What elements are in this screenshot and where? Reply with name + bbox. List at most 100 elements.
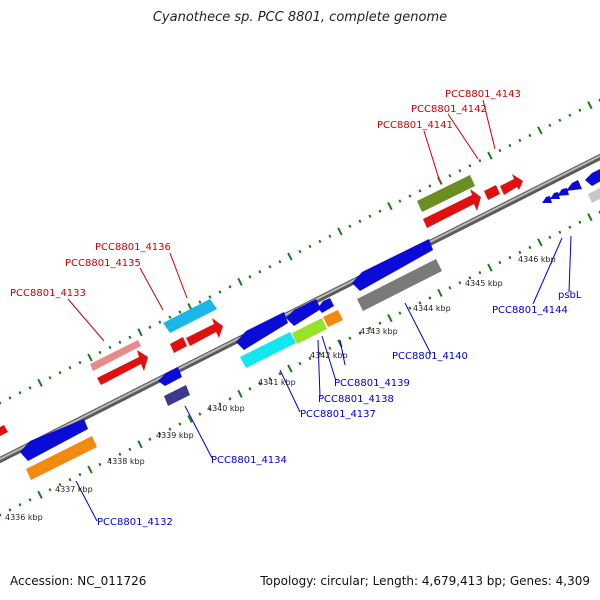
gene-psbl[interactable] [566, 180, 582, 191]
minor-tick [118, 452, 122, 457]
minor-tick [18, 503, 22, 507]
minor-tick [78, 360, 82, 365]
gene-pcc8801-4141-b[interactable] [423, 189, 481, 228]
minor-tick [158, 432, 162, 436]
minor-tick [208, 295, 212, 299]
gene-pcc8801-4140-b[interactable] [357, 259, 442, 311]
minor-tick [298, 249, 302, 254]
gene-label-pcc8801-4142[interactable]: PCC8801_4142 [411, 104, 487, 115]
gene-pcc8801-4135[interactable] [170, 337, 187, 353]
gene-label-pcc8801-4139[interactable]: PCC8801_4139 [334, 378, 410, 389]
minor-tick [298, 361, 302, 366]
minor-tick [318, 351, 322, 356]
minor-tick [118, 340, 122, 345]
gene-label-pcc8801-4140[interactable]: PCC8801_4140 [392, 351, 468, 362]
minor-tick [68, 365, 72, 370]
kbp-label: 4345 kbp [465, 279, 503, 288]
minor-tick [28, 498, 32, 502]
genome-stats: Topology: circular; Length: 4,679,413 bp… [260, 574, 590, 588]
minor-tick [398, 199, 402, 203]
major-tick [87, 465, 93, 474]
gene-pcc8801-4144-b[interactable] [550, 192, 560, 199]
minor-tick [208, 407, 212, 411]
gene-label-pcc8801-4135[interactable]: PCC8801_4135 [65, 258, 141, 269]
forward-gene-labels: PCC8801_4133 PCC8801_4135 PCC8801_4136 P… [10, 89, 521, 299]
gene-pcc8801-4136-b[interactable] [186, 318, 223, 346]
minor-tick [198, 412, 202, 416]
major-tick [37, 490, 43, 499]
minor-tick [178, 310, 182, 314]
minor-tick [458, 281, 462, 285]
kbp-label: 4339 kbp [156, 431, 194, 440]
tick-tracks [0, 98, 600, 517]
gene-label-psbl[interactable]: psbL [558, 290, 582, 301]
gene-pcc8801-4134-b[interactable] [164, 385, 190, 406]
kbp-label: 4337 kbp [55, 485, 93, 494]
minor-tick [328, 346, 332, 351]
minor-tick [428, 184, 432, 188]
minor-tick [268, 376, 272, 381]
gene-pcc8801-4132-b[interactable] [26, 436, 97, 480]
minor-tick [548, 235, 552, 240]
major-tick [37, 378, 43, 387]
gene-label-pcc8801-4136[interactable]: PCC8801_4136 [95, 242, 171, 253]
gene-label-pcc8801-4132[interactable]: PCC8801_4132 [97, 517, 173, 528]
gene-pcc8801-4138-b[interactable] [292, 318, 327, 344]
minor-tick [528, 133, 532, 138]
gene-forward-grey[interactable] [588, 188, 600, 203]
minor-tick [418, 301, 422, 305]
major-tick [537, 126, 543, 135]
accession-info: Accession: NC_011726 [10, 574, 147, 588]
gene-pcc8801-4136-a[interactable] [163, 299, 217, 333]
gene-label-pcc8801-4134[interactable]: PCC8801_4134 [211, 455, 287, 466]
major-tick [287, 364, 293, 373]
gene-pcc8801-4138-a[interactable] [286, 299, 321, 326]
minor-tick [78, 472, 82, 477]
gene-label-pcc8801-4141[interactable]: PCC8801_4141 [377, 120, 453, 131]
gene-pcc8801-4143[interactable] [500, 174, 523, 195]
minor-tick [268, 264, 272, 269]
gene-pcc8801-4142[interactable] [484, 185, 500, 200]
gene-label-pcc8801-4138[interactable]: PCC8801_4138 [318, 394, 394, 405]
minor-tick [228, 285, 232, 289]
gene-pcc8801-4134-a[interactable] [158, 367, 182, 386]
gene-pcc8801-4140-a[interactable] [352, 239, 433, 291]
minor-tick [168, 315, 172, 319]
gene-pcc8801-4137-a[interactable] [236, 312, 288, 350]
gene-pcc8801-4132-a[interactable] [20, 419, 88, 461]
minor-tick [408, 306, 412, 310]
reverse-genes [20, 167, 600, 480]
minor-tick [558, 118, 562, 122]
minor-tick [428, 296, 432, 300]
gene-pcc8801-4137-b[interactable] [240, 332, 296, 368]
minor-tick [308, 356, 312, 361]
minor-tick [458, 169, 462, 173]
kbp-label: 4343 kbp [360, 327, 398, 336]
gene-pcc8801-4141-a[interactable] [417, 175, 475, 212]
minor-tick [348, 336, 352, 340]
gene-forward[interactable] [0, 425, 8, 437]
minor-tick [498, 260, 502, 265]
minor-tick [348, 224, 352, 228]
gene-pcc8801-4144-a[interactable] [542, 196, 552, 203]
gene-label-pcc8801-4133[interactable]: PCC8801_4133 [10, 288, 86, 299]
kbp-label: 4338 kbp [107, 457, 145, 466]
minor-tick [518, 250, 522, 255]
minor-tick [218, 402, 222, 406]
gene-pcc8801-4139[interactable] [323, 310, 343, 327]
gene-pcc8801-4144-c[interactable] [557, 188, 569, 196]
gene-reverse-edge[interactable] [585, 167, 600, 186]
kbp-label: 4336 kbp [5, 513, 43, 522]
gene-label-pcc8801-4144[interactable]: PCC8801_4144 [492, 305, 568, 316]
minor-tick [548, 123, 552, 128]
gene-pcc8801-4133-a[interactable] [90, 340, 141, 371]
minor-tick [408, 194, 412, 198]
minor-tick [128, 335, 132, 340]
minor-tick [128, 447, 132, 452]
gene-pcc8801-4133-b[interactable] [97, 350, 148, 385]
gene-pcc8801-4139-b[interactable] [318, 298, 334, 313]
gene-label-pcc8801-4143[interactable]: PCC8801_4143 [445, 89, 521, 100]
minor-tick [448, 286, 452, 290]
gene-label-pcc8801-4137[interactable]: PCC8801_4137 [300, 409, 376, 420]
minor-tick [28, 386, 32, 390]
